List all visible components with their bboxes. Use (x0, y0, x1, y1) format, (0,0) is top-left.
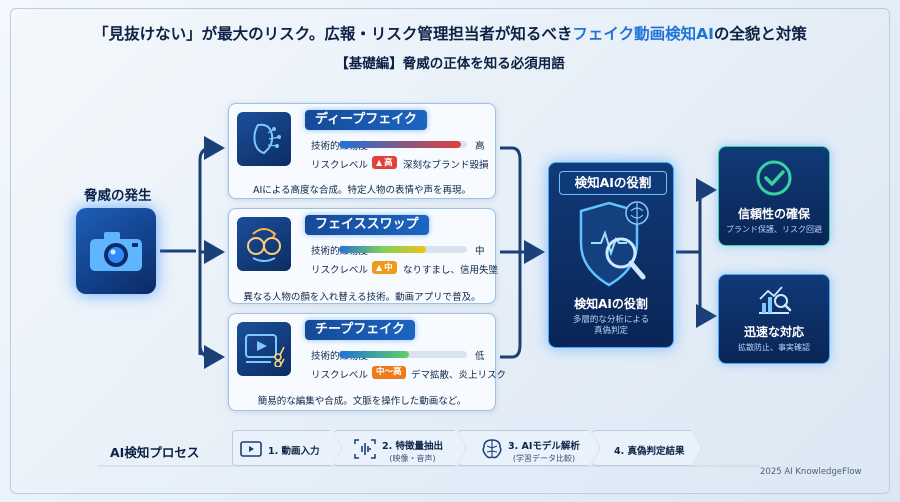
card-title: チープフェイク (305, 320, 415, 340)
threat-card-faceswap: フェイススワップ 技術的難易度 中 リスクレベル ▲中 なりすまし、信用失墜 異… (228, 208, 499, 304)
outcome-fast: 迅速な対応 拡散防止、事実確認 (718, 274, 830, 364)
process-step-1-title: 1. 動画入力 (268, 446, 320, 457)
difficulty-value: 低 (475, 351, 485, 362)
risk-label: リスクレベル (311, 160, 369, 171)
outcome-trust: 信頼性の確保 ブランド保護、リスク回避 (718, 146, 830, 246)
difficulty-bar (339, 141, 467, 148)
risk-label: リスクレベル (311, 370, 369, 381)
diagram-frame (10, 8, 890, 494)
risk-badge-text: 中 (384, 263, 393, 273)
process-step-2-title-text: 2. 特徴量抽出 (382, 441, 444, 452)
difficulty-value: 中 (475, 246, 485, 257)
page-title: 「見抜けない」が最大のリスク。広報・リスク管理担当者が知るべきフェイク動画検知A… (0, 22, 900, 44)
process-step-2-title: 2. 特徴量抽出 (映像・音声) (382, 438, 443, 464)
process-step-3-sub: (学習データ比較) (512, 454, 576, 463)
process-label: AI検知プロセス (110, 445, 200, 460)
video-icon (240, 441, 262, 457)
outcome-subtitle: 拡散防止、事実確認 (738, 343, 810, 352)
title-main: 「見抜けない」が最大のリスク。広報・リスク管理担当者が知るべき (93, 25, 573, 43)
shield-brain-icon (579, 201, 649, 287)
process-step-4 (592, 430, 702, 466)
warning-icon: ▲ (376, 263, 383, 272)
threat-source-label: 脅威の発生 (84, 188, 152, 204)
difficulty-fill (339, 351, 410, 358)
process-step-3 (458, 430, 600, 466)
ai-face-icon (237, 112, 291, 166)
detector-chip: 検知AIの役割 (559, 171, 667, 195)
outcome-title: 信頼性の確保 (737, 207, 810, 221)
card-description: AIによる高度な合成。特定人物の表情や声を再現。 (252, 185, 472, 196)
difficulty-bar (339, 351, 467, 358)
risk-text: なりすまし、信用失墜 (403, 265, 499, 276)
risk-text: デマ拡散、炎上リスク (411, 370, 507, 381)
risk-badge-text: 高 (384, 158, 393, 168)
risk-label: リスクレベル (311, 265, 369, 276)
brain-circuit-icon (482, 439, 502, 459)
page-subtitle: 【基礎編】脅威の正体を知る必須用語 (335, 56, 565, 72)
warning-icon: ▲ (376, 158, 383, 167)
difficulty-bar (339, 246, 467, 253)
threat-card-cheapfake: チープフェイク 技術的難易度 低 リスクレベル 中～高 デマ拡散、炎上リスク 簡… (228, 313, 506, 411)
difficulty-fill (339, 141, 461, 148)
chart-search-icon (719, 283, 829, 317)
title-accent: フェイク動画検知AI (572, 25, 714, 43)
detector-title: 検知AIの役割 (574, 297, 648, 311)
process-step-4-title: 4. 真偽判定結果 (614, 446, 685, 457)
threat-card-deepfake: ディープフェイク 技術的難易度 高 リスクレベル ▲高 深刻なブランド毀損 AI… (228, 103, 496, 199)
difficulty-value: 高 (475, 141, 485, 152)
connector-cards-to-ai (500, 146, 542, 359)
risk-badge: 中～高 (372, 366, 406, 379)
card-description: 異なる人物の顔を入れ替える技術。動画アプリで普及。 (243, 292, 481, 303)
check-circle-icon (719, 159, 829, 197)
connector-ai-to-outcomes (676, 188, 713, 318)
detector-subtitle-line1: 多層的な分析による (572, 315, 650, 325)
card-title: ディープフェイク (305, 110, 428, 130)
process-step-2-sub: (映像・音声) (389, 454, 436, 463)
process-step-3-title: 3. AIモデル解析 (学習データ比較) (508, 438, 580, 464)
risk-badge: ▲高 (372, 156, 397, 169)
detector-panel: 検知AIの役割 検知AIの役割 多層的な分析による真偽判定 (548, 162, 674, 348)
camera-icon (90, 232, 142, 271)
title-tail: の全貌と対策 (713, 25, 807, 43)
risk-text: 深刻なブランド毀損 (403, 160, 489, 171)
connector-to-card-3 (198, 344, 225, 369)
video-edit-icon (237, 322, 291, 376)
waveform-scan-icon (354, 439, 376, 459)
connector-to-card-1 (198, 136, 225, 355)
detector-subtitle-line2: 真偽判定 (593, 326, 628, 336)
detector-subtitle: 多層的な分析による真偽判定 (549, 315, 673, 337)
risk-badge-text: 中～高 (376, 367, 402, 377)
copyright: 2025 AI KnowledgeFlow (760, 467, 862, 477)
card-description: 簡易的な編集や合成。文脈を操作した動画など。 (257, 396, 467, 407)
threat-source-tile (76, 208, 156, 294)
difficulty-fill (339, 246, 427, 253)
risk-badge: ▲中 (372, 261, 397, 274)
process-step-2 (334, 430, 466, 466)
face-swap-icon (237, 217, 291, 271)
outcome-subtitle: ブランド保護、リスク回避 (726, 225, 822, 234)
outcome-title: 迅速な対応 (743, 325, 804, 339)
process-step-3-title-text: 3. AIモデル解析 (508, 441, 580, 452)
card-title: フェイススワップ (305, 215, 429, 235)
